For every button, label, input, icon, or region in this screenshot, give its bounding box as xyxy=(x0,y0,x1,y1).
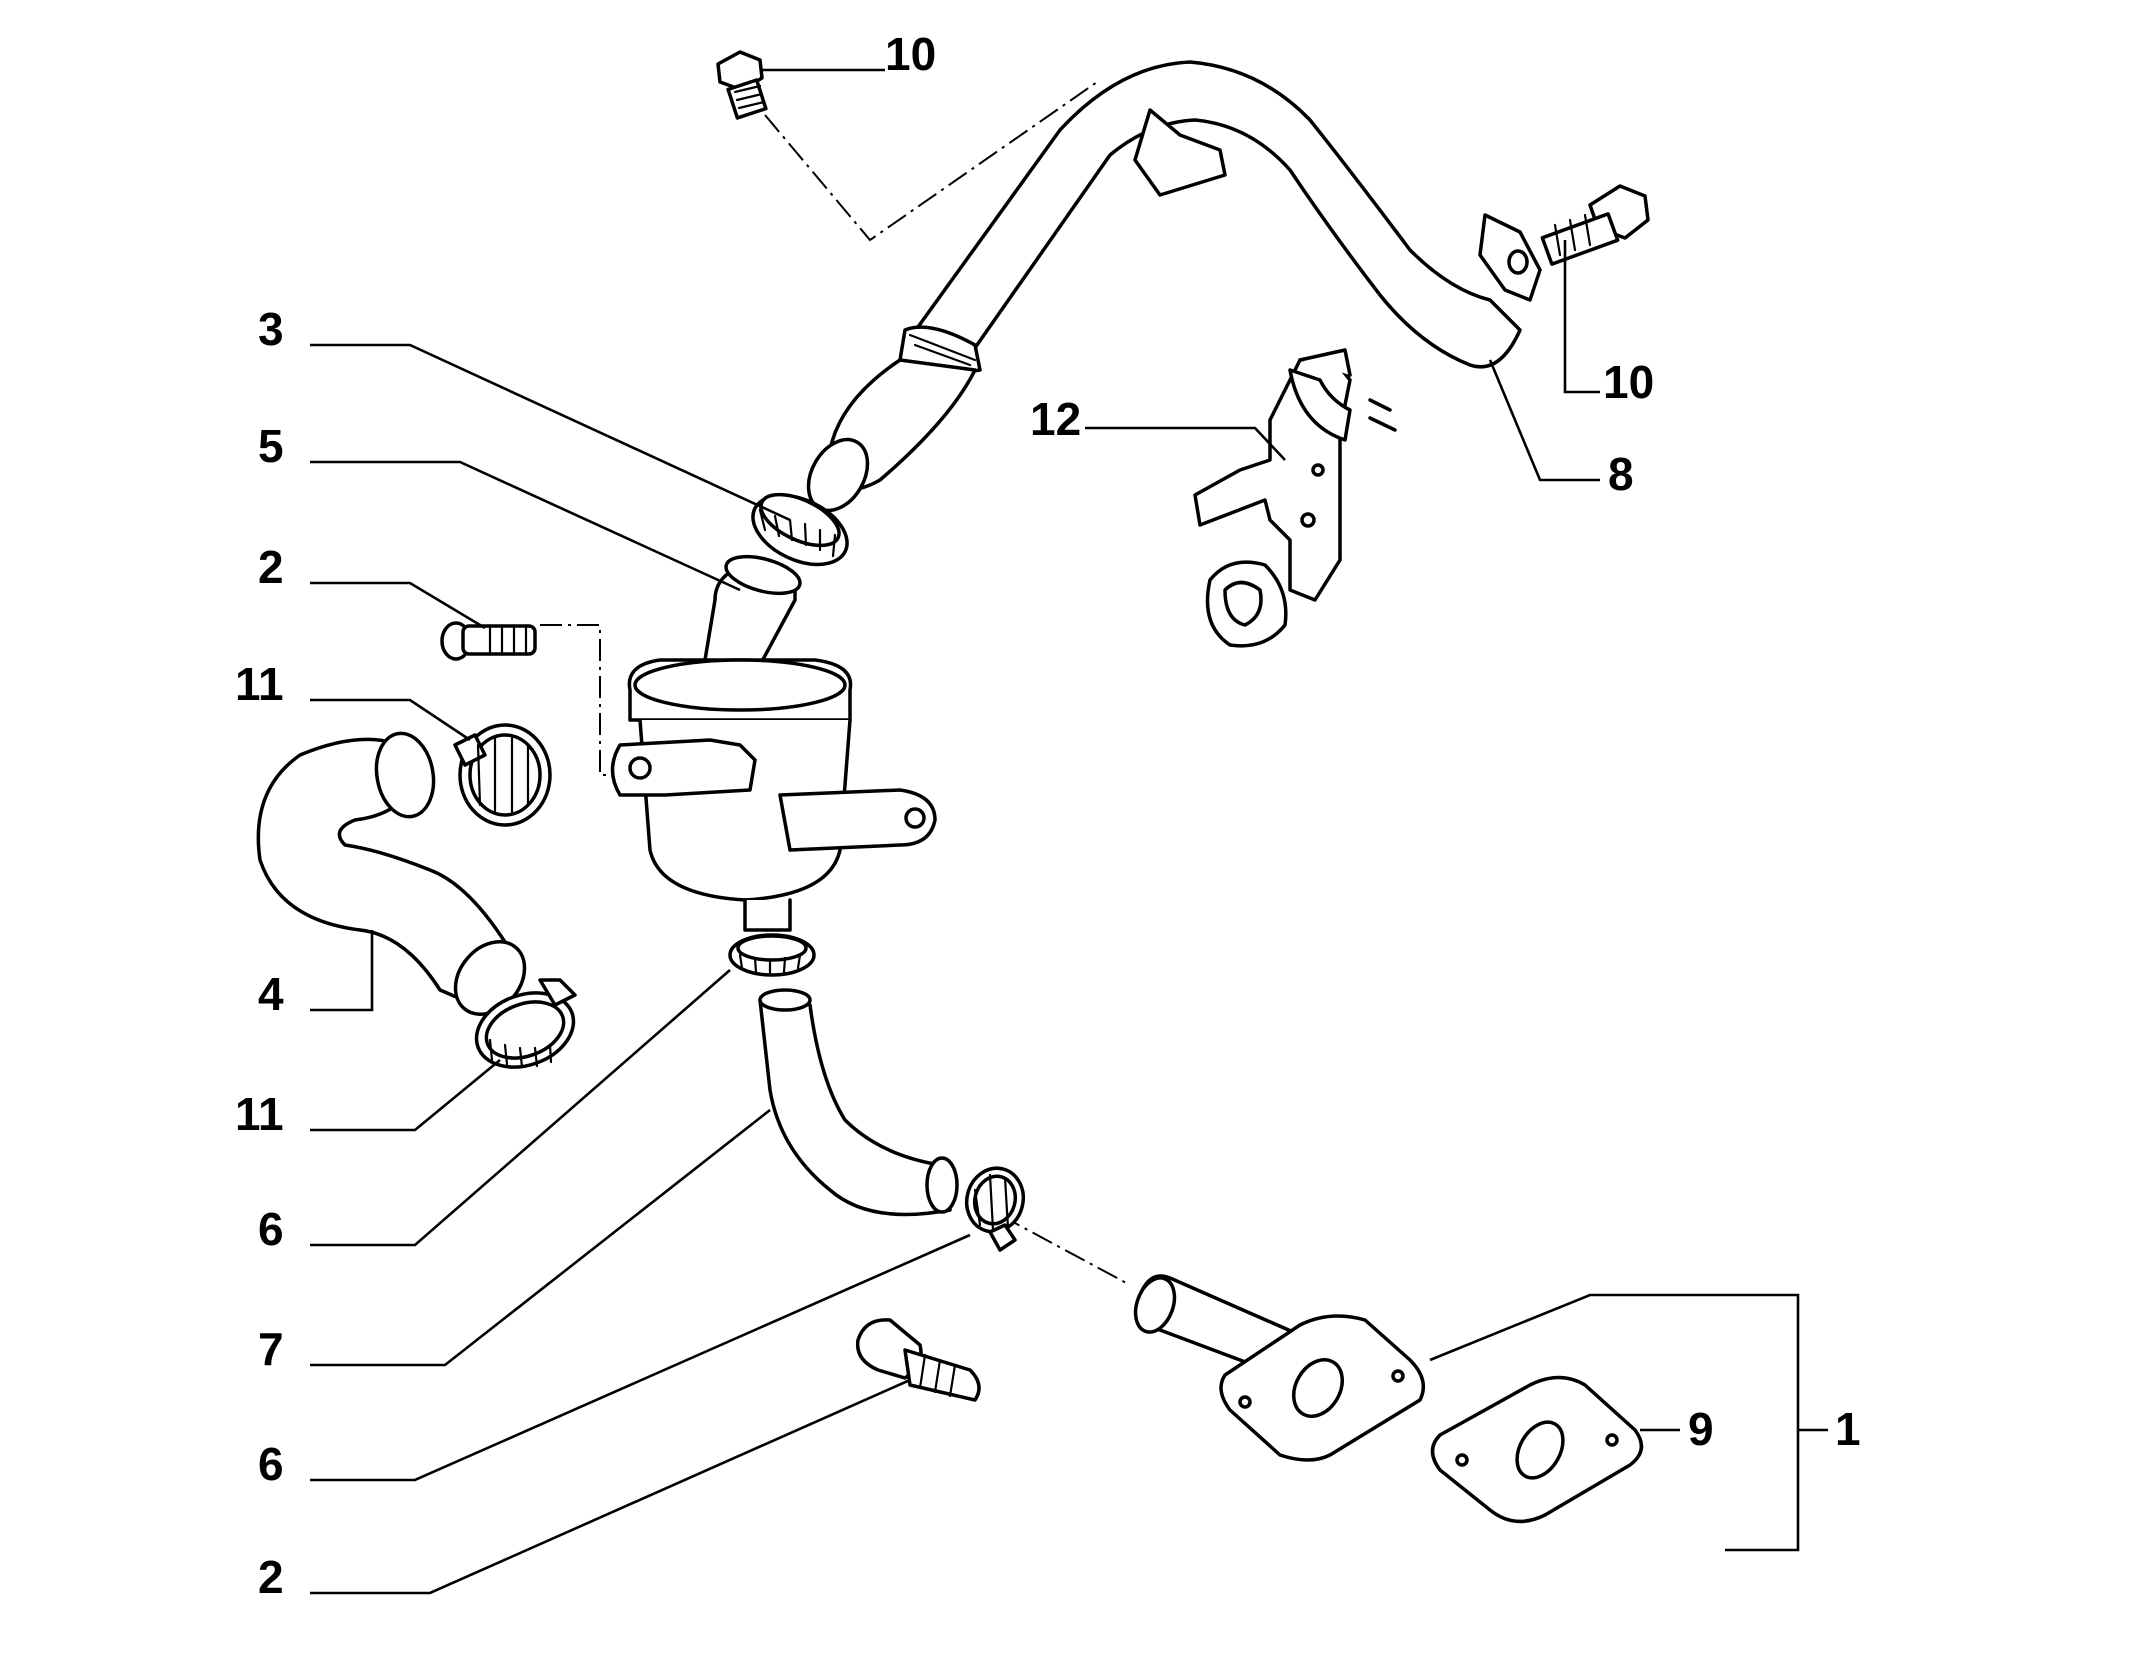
callout-8: 8 xyxy=(1608,448,1634,500)
callout-11-lower: 11 xyxy=(235,1088,284,1140)
clamp-11-upper xyxy=(453,723,552,827)
callout-11-upper: 11 xyxy=(235,658,284,710)
callout-labels: 10 3 5 2 11 4 11 6 7 6 2 12 10 8 9 1 xyxy=(235,28,1861,1603)
bolt-10-right xyxy=(1540,184,1650,266)
gasket-9 xyxy=(1430,1375,1644,1524)
screw-2-lower xyxy=(855,1318,981,1402)
callout-2-upper: 2 xyxy=(258,541,284,593)
hose-7 xyxy=(758,988,959,1217)
callout-5: 5 xyxy=(258,420,284,472)
callout-10-right: 10 xyxy=(1603,356,1654,408)
hose-4 xyxy=(256,731,527,1016)
callout-4: 4 xyxy=(258,968,284,1020)
clamp-6-upper xyxy=(728,933,816,977)
callout-3: 3 xyxy=(258,303,284,355)
callout-7: 7 xyxy=(258,1323,284,1375)
fitting-1 xyxy=(1133,1274,1426,1462)
separator-5 xyxy=(610,554,937,932)
bracket-12 xyxy=(1193,348,1397,648)
callout-9: 9 xyxy=(1688,1403,1714,1455)
callout-10-top: 10 xyxy=(885,28,936,80)
callout-1: 1 xyxy=(1835,1403,1861,1455)
leader-lines xyxy=(310,68,1828,1595)
callout-6-lower: 6 xyxy=(258,1438,284,1490)
callout-2-lower: 2 xyxy=(258,1551,284,1603)
pipe-8 xyxy=(806,60,1542,513)
callout-6-upper: 6 xyxy=(258,1203,284,1255)
assembly-guides xyxy=(540,79,1131,1286)
screw-2-upper xyxy=(440,621,537,661)
clamp-11-lower xyxy=(474,978,577,1069)
bolt-10-top xyxy=(716,50,768,120)
clamp-6-lower xyxy=(964,1166,1026,1252)
callout-12: 12 xyxy=(1030,393,1081,445)
